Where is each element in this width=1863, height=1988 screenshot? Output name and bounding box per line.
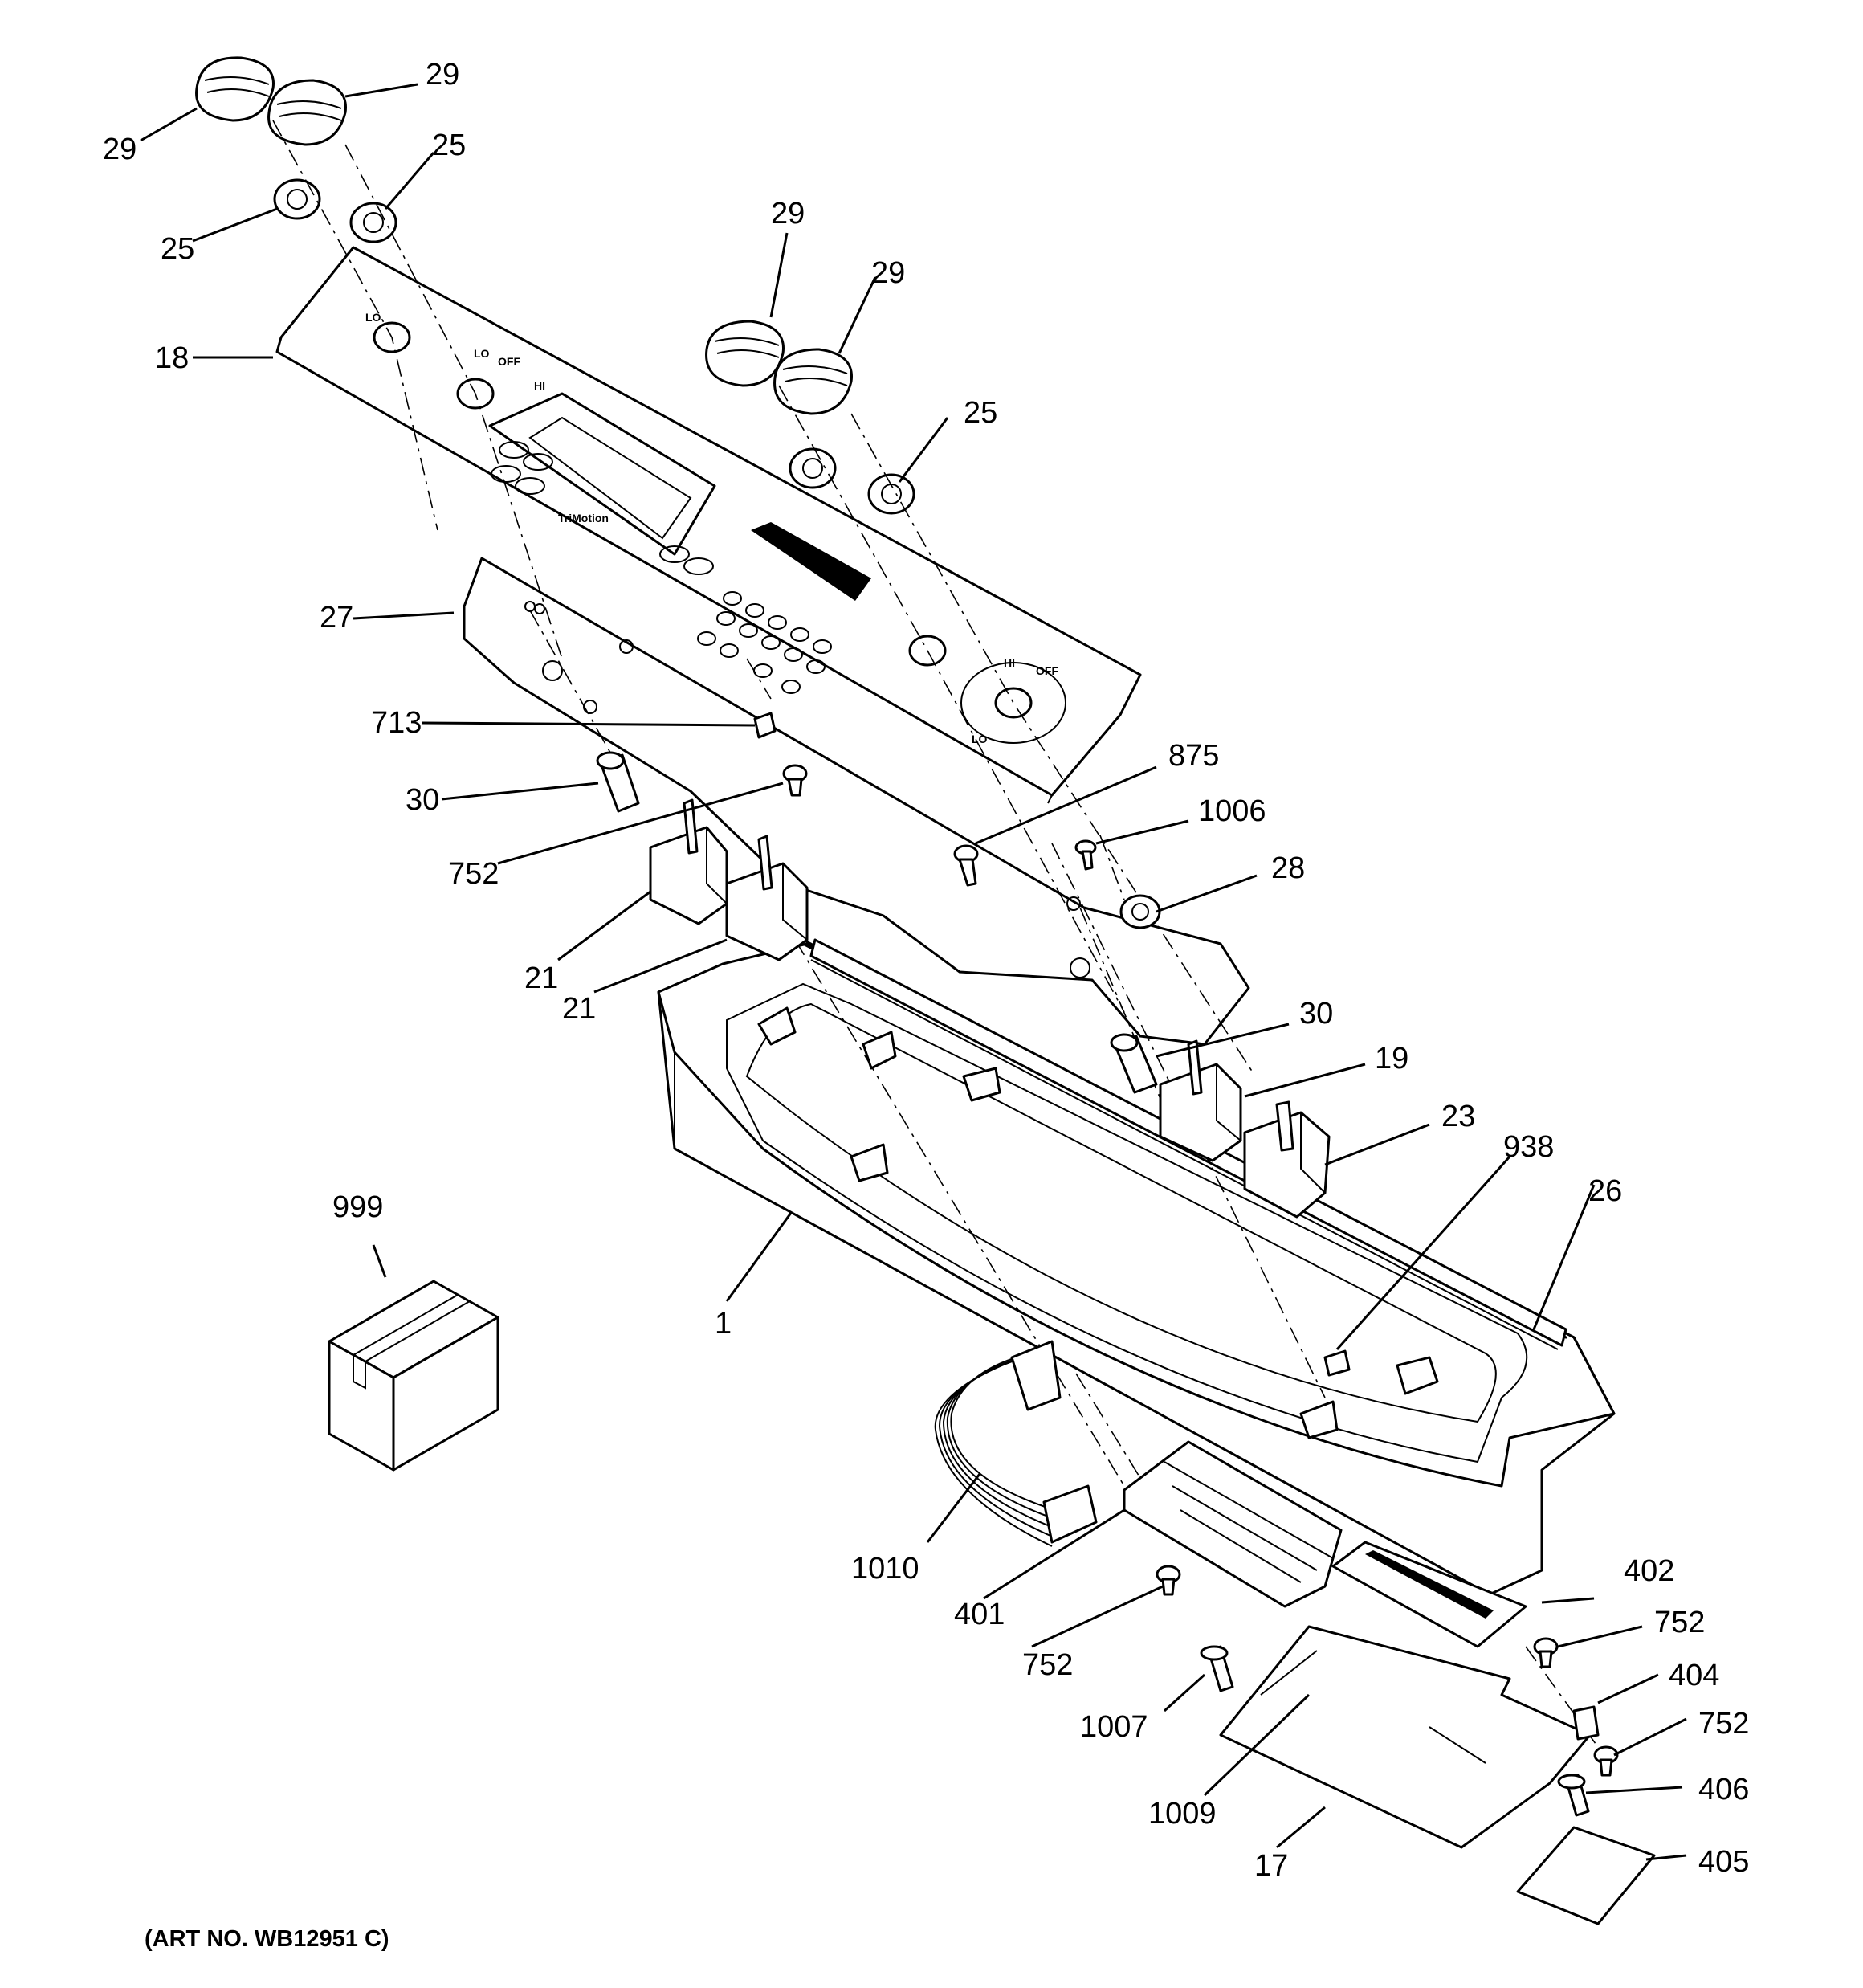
touch-pads [491,441,714,575]
callout-938: 938 [1503,1130,1554,1164]
callout-18: 18 [155,341,189,375]
knob-29c [705,320,785,387]
screw-875 [953,844,979,887]
infinite-switch-21b [725,835,809,961]
callout-1006: 1006 [1198,794,1266,828]
art-number: (ART NO. WB12951 C) [145,1926,389,1952]
callout-25a: 25 [161,232,194,266]
screw-1006 [1074,839,1097,871]
backsplash-housing [657,938,1616,1596]
screw-752b [1156,1565,1181,1596]
callout-labels: 29 29 25 25 18 29 29 25 27 713 30 752 87… [103,58,1749,1883]
standoff-1007 [1200,1645,1234,1692]
leader-lines [140,83,1687,1861]
callout-29a: 29 [103,133,137,166]
panel-label-off2: OFF [1036,664,1058,677]
callout-25b: 25 [432,129,466,162]
switch-28 [1119,894,1161,929]
clip-938 [1323,1349,1351,1377]
callout-21b: 21 [562,992,596,1026]
callout-999: 999 [332,1190,383,1224]
callout-26: 26 [1588,1174,1622,1208]
knob-29d [773,348,853,415]
clip-713 [753,712,777,739]
relay-board-17 [1219,1625,1592,1849]
callout-406: 406 [1698,1773,1749,1806]
screw-752c [1533,1637,1559,1668]
screw-752d [1593,1745,1619,1777]
control-board-401 [1123,1440,1343,1608]
callout-21a: 21 [524,961,558,995]
panel-label-hi2: HI [1004,656,1015,669]
knob-ring-25d [867,473,915,515]
callout-752c: 752 [1654,1606,1705,1639]
callout-402: 402 [1624,1554,1674,1588]
panel-label-off1: OFF [498,355,520,368]
callout-752d: 752 [1698,1707,1749,1741]
callout-19: 19 [1375,1042,1408,1076]
callout-1009: 1009 [1148,1797,1217,1831]
carton-box-999 [328,1280,499,1472]
callout-1: 1 [715,1307,732,1341]
callout-875: 875 [1168,739,1219,773]
callout-752b: 752 [1022,1648,1073,1682]
callout-25c: 25 [964,396,997,430]
callout-30b: 30 [1299,997,1333,1031]
knob-ring-25c [789,447,837,489]
infinite-switch-23 [1243,1100,1331,1219]
standoff-406 [1557,1774,1590,1817]
wire-harness-1010 [934,1340,1098,1547]
callout-29b: 29 [426,58,459,92]
small-board-405 [1516,1826,1656,1925]
knob-ring-25a [273,178,321,220]
indicator-lamp-30a [596,751,640,813]
callout-23: 23 [1441,1100,1475,1133]
callout-28: 28 [1271,851,1305,885]
bracket-404 [1572,1705,1600,1741]
callout-405: 405 [1698,1845,1749,1879]
callout-401: 401 [954,1598,1005,1631]
knob-29b [267,79,347,146]
panel-label-lo2: LO [474,347,490,360]
infinite-switch-21a [649,798,728,925]
control-panel-faceplate: LO LO OFF HI HI OFF LO TriMotion [275,246,1142,804]
panel-brand-label: TriMotion [558,512,609,525]
panel-label-lo1: LO [365,311,381,324]
callout-29c: 29 [771,197,805,231]
display-board-402 [1331,1541,1527,1648]
callout-27: 27 [320,601,353,635]
callout-713: 713 [371,706,422,740]
callout-17: 17 [1254,1849,1288,1883]
panel-label-lo3: LO [972,733,988,745]
callout-1007: 1007 [1080,1710,1148,1744]
callout-752a: 752 [448,857,499,891]
indicator-lamp-30b [1110,1033,1158,1094]
panel-label-hi1: HI [534,379,545,392]
callout-30a: 30 [406,783,439,817]
screw-752a [782,764,808,797]
callout-29d: 29 [871,256,905,290]
callout-1010: 1010 [851,1552,919,1586]
callout-404: 404 [1669,1659,1719,1692]
knob-29a [195,56,275,122]
infinite-switch-19 [1159,1039,1242,1162]
knob-ring-25b [349,202,397,243]
